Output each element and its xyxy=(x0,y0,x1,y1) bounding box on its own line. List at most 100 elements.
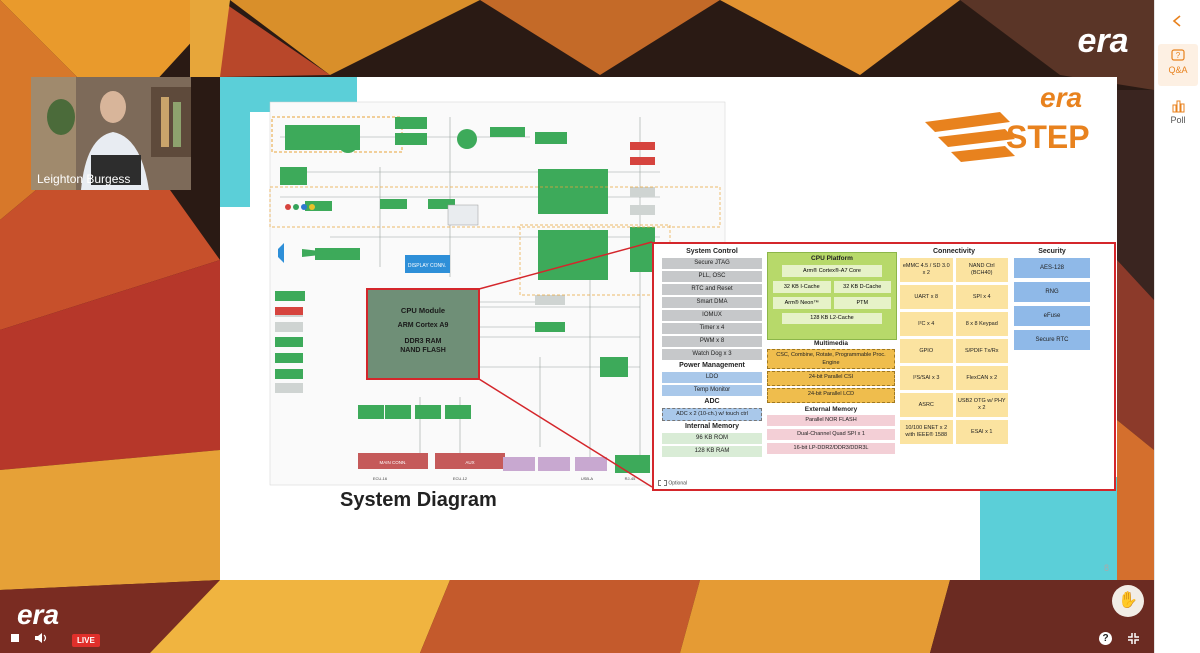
connectivity-item: ASRC xyxy=(900,393,953,417)
connectivity-item: 10/100 ENET x 2 with IEEE® 1588 xyxy=(900,420,953,444)
system-control-item: Secure JTAG xyxy=(662,258,762,269)
slide: CPU Module ARM Cortex A9 DDR3 RAM NAND F… xyxy=(220,77,1117,580)
core-block: Arm® Cortex®-A7 Core xyxy=(782,265,882,277)
system-control-group: System Control Secure JTAG PLL, OSC RTC an… xyxy=(662,248,762,459)
system-control-item: Smart DMA xyxy=(662,297,762,308)
svg-text:DDR3 RAM: DDR3 RAM xyxy=(405,338,442,345)
internal-memory-item: 96 KB ROM xyxy=(662,433,762,444)
era-player-logo-icon: era xyxy=(17,600,59,630)
exit-fullscreen-icon[interactable] xyxy=(1127,632,1140,645)
dcache-block: 32 KB D-Cache xyxy=(833,281,891,293)
connectivity-item: I²S/SAI x 3 xyxy=(900,366,953,390)
svg-text:DISPLAY CONN.: DISPLAY CONN. xyxy=(408,263,446,269)
presenter-video[interactable]: Leighton Burgess xyxy=(31,77,191,190)
internal-memory-item: 128 KB RAM xyxy=(662,446,762,457)
power-management-heading: Power Management xyxy=(679,362,745,369)
internal-memory-heading: Internal Memory xyxy=(684,423,740,430)
security-item: AES-128 xyxy=(1014,258,1090,278)
connectivity-item: GPIO xyxy=(900,339,953,363)
ptm-block: PTM xyxy=(833,297,891,309)
applause-icon[interactable]: ✋ xyxy=(1112,585,1144,617)
external-memory-item: 16-bit LP-DDR2/DDR3/DDR3L xyxy=(767,443,895,454)
external-memory-heading: External Memory xyxy=(804,406,858,413)
stop-icon[interactable] xyxy=(11,634,19,642)
svg-text:era: era xyxy=(1077,22,1128,60)
help-icon[interactable]: ? xyxy=(1099,632,1112,645)
security-item: eFuse xyxy=(1014,306,1090,326)
external-memory-item: Dual-Channel Quad SPI x 1 xyxy=(767,429,895,440)
presenter-figure xyxy=(31,77,191,190)
slide-canvas: CPU Module ARM Cortex A9 DDR3 RAM NAND F… xyxy=(220,77,1117,580)
power-management-item: LDO xyxy=(662,372,762,383)
connectivity-item: eMMC 4.5 / SD 3.0 x 2 xyxy=(900,258,953,282)
multimedia-item: 24-bit Parallel LCD xyxy=(767,388,895,403)
poll-icon xyxy=(1172,100,1185,113)
system-control-item: Timer x 4 xyxy=(662,323,762,334)
svg-text:AUX: AUX xyxy=(465,460,474,465)
icache-block: 32 KB I-Cache xyxy=(773,281,831,293)
connectivity-item: S/PDIF Tx/Rx xyxy=(955,339,1008,363)
volume-icon[interactable] xyxy=(34,632,48,644)
system-control-item: Watch Dog x 3 xyxy=(662,349,762,360)
connectivity-item: I²C x 4 xyxy=(900,312,953,336)
system-control-item: RTC and Reset xyxy=(662,284,762,295)
multimedia-item: CSC, Combine, Rotate, Programmable Proc.… xyxy=(767,349,895,369)
connectivity-item: FlexCAN x 2 xyxy=(955,366,1008,390)
side-panel: ? Q&A Poll xyxy=(1154,0,1200,653)
svg-text:ECU-12: ECU-12 xyxy=(453,476,468,481)
qa-icon: ? xyxy=(1171,49,1185,61)
poll-button[interactable]: Poll xyxy=(1158,96,1198,136)
security-item: Secure RTC xyxy=(1014,330,1090,350)
qa-button[interactable]: ? Q&A xyxy=(1158,44,1198,86)
adc-heading: ADC xyxy=(704,398,720,405)
adc-item: ADC x 2 (10-ch.) w/ touch ctrl xyxy=(662,408,762,421)
presenter-name: Leighton Burgess xyxy=(37,172,131,186)
connectivity-item: NAND Ctrl (BCH40) xyxy=(955,258,1008,282)
poll-label: Poll xyxy=(1170,115,1186,125)
neon-block: Arm® Neon™ xyxy=(773,297,831,309)
slide-title: System Diagram xyxy=(340,489,497,511)
multimedia-group: Multimedia CSC, Combine, Rotate, Program… xyxy=(767,340,895,457)
background-pattern xyxy=(0,0,1154,653)
svg-text:NAND FLASH: NAND FLASH xyxy=(400,347,446,354)
svg-text:RJ-45: RJ-45 xyxy=(625,476,636,481)
slide-page-number: 8 xyxy=(1104,563,1110,573)
multimedia-item: 24-bit Parallel CSI xyxy=(767,371,895,386)
security-item: RNG xyxy=(1014,282,1090,302)
cpu-platform-heading: CPU Platform xyxy=(811,255,853,262)
connectivity-item: SPI x 4 xyxy=(955,285,1008,309)
connectivity-item: USB2 OTG w/ PHY x 2 xyxy=(955,393,1008,417)
system-control-item: PLL, OSC xyxy=(662,271,762,282)
system-control-item: IOMUX xyxy=(662,310,762,321)
svg-text:era: era xyxy=(17,600,59,630)
qa-label: Q&A xyxy=(1168,65,1188,75)
svg-text:MAIN CONN.: MAIN CONN. xyxy=(380,460,407,465)
slide-logo-era: era xyxy=(1040,82,1083,113)
legend-optional: Optional xyxy=(658,480,687,486)
live-badge: LIVE xyxy=(72,634,100,647)
svg-text:USB-A: USB-A xyxy=(581,476,594,481)
connectivity-item: 8 x 8 Keypad xyxy=(955,312,1008,336)
connectivity-item: UART x 8 xyxy=(900,285,953,309)
connectivity-item: ESAI x 1 xyxy=(955,420,1008,444)
system-control-item: PWM x 8 xyxy=(662,336,762,347)
cpu-module-block xyxy=(366,288,480,380)
system-control-heading: System Control xyxy=(686,248,738,255)
era-logo-icon: era xyxy=(1077,22,1128,60)
l2-cache-block: 128 KB L2-Cache xyxy=(782,313,882,324)
external-memory-item: Parallel NOR FLASH xyxy=(767,415,895,426)
security-heading: Security xyxy=(1038,248,1066,255)
svg-text:CPU Module: CPU Module xyxy=(401,306,445,315)
power-management-item: Temp Monitor xyxy=(662,385,762,396)
slide-logo-step: STEP xyxy=(1006,119,1090,155)
svg-text:ARM Cortex A9: ARM Cortex A9 xyxy=(398,322,449,329)
svg-text:ECU-16: ECU-16 xyxy=(373,476,388,481)
processor-block-diagram: System Control Secure JTAG PLL, OSC RTC an… xyxy=(652,242,1116,491)
multimedia-heading: Multimedia xyxy=(814,340,848,347)
connectivity-heading: Connectivity xyxy=(932,248,975,255)
presentation-stage: era Leighton Burgess xyxy=(0,0,1154,653)
chevron-left-icon[interactable] xyxy=(1171,14,1183,28)
cpu-platform-group: CPU Platform Arm® Cortex®-A7 Core 32 KB … xyxy=(767,252,897,340)
